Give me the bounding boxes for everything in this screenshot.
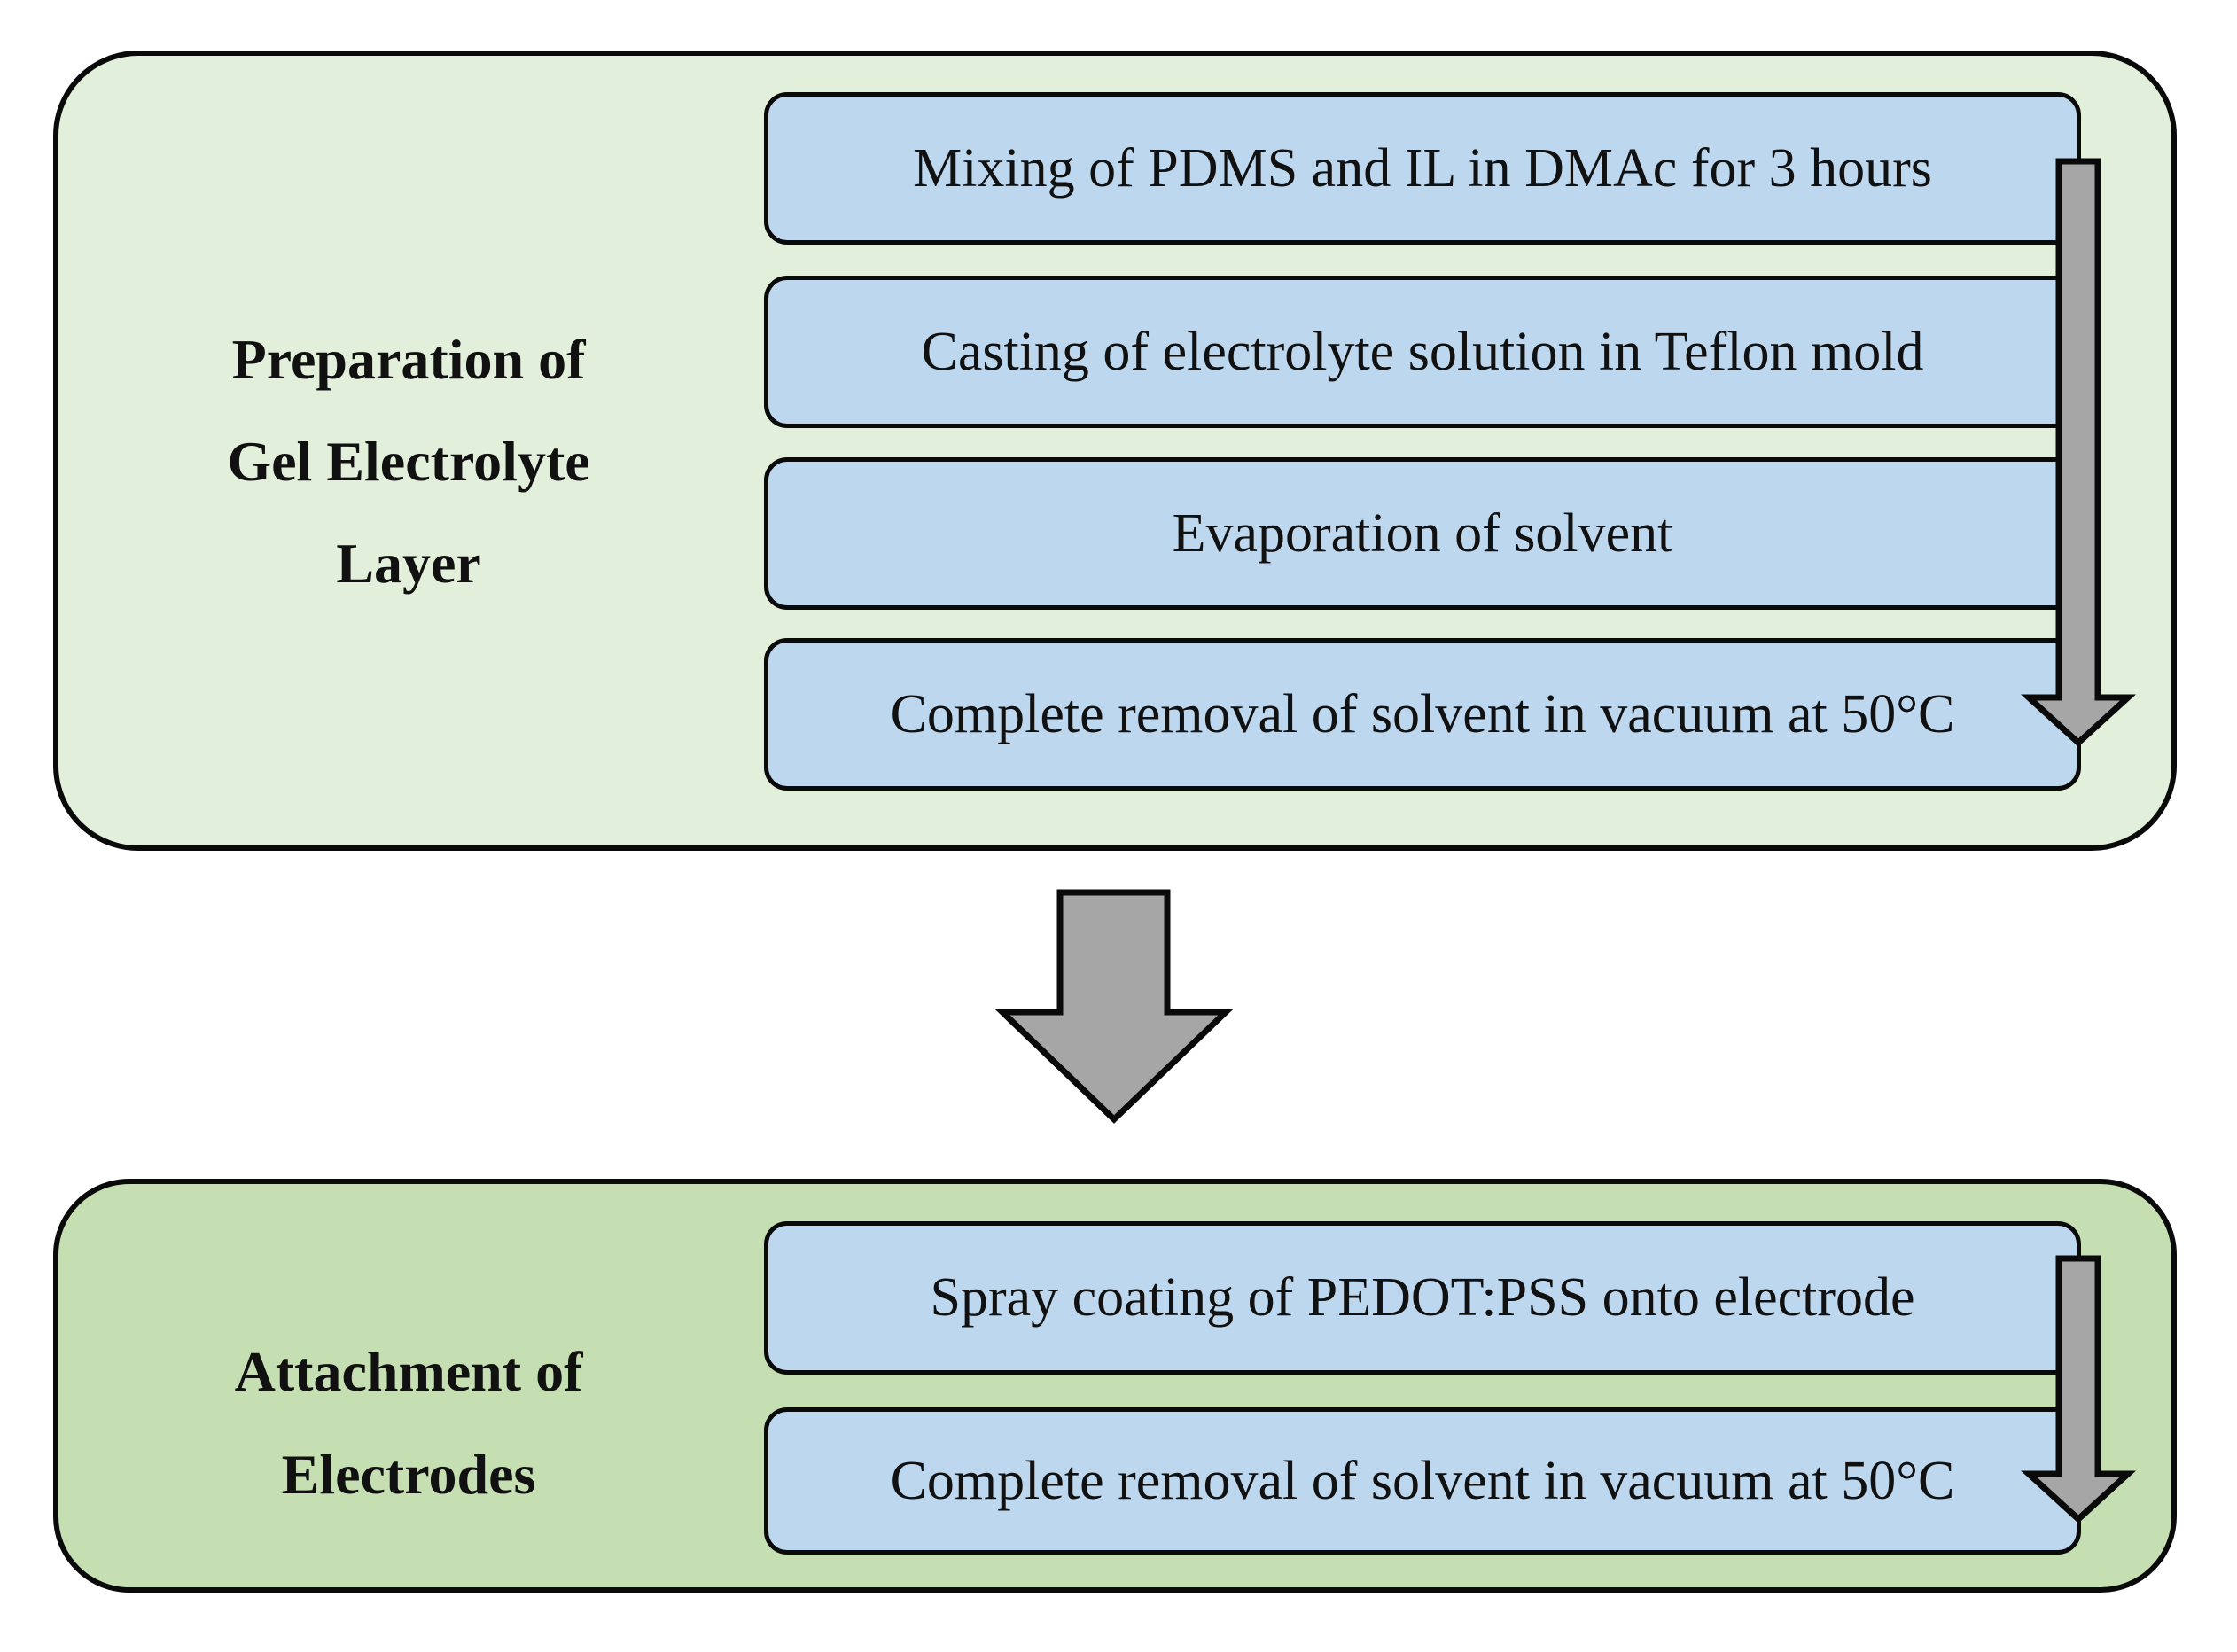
step-box-evaporation: Evaporation of solvent: [764, 457, 2081, 610]
section-attachment-of-electrodes: Attachment of Electrodes Spray coating o…: [53, 1179, 2177, 1593]
section-label-line: Layer: [336, 532, 481, 596]
step-box-casting: Casting of electrolyte solution in Teflo…: [764, 276, 2081, 428]
step-box-solvent-removal: Complete removal of solvent in vacuum at…: [764, 1407, 2081, 1555]
step-box-spray-coating: Spray coating of PEDOT:PSS onto electrod…: [764, 1221, 2081, 1375]
section-label-line: Attachment of: [234, 1340, 583, 1404]
section-label-line: Electrodes: [281, 1442, 536, 1506]
section-label: Attachment of Electrodes: [58, 1184, 759, 1625]
section-label: Preparation of Gel Electrolyte Layer: [58, 56, 759, 856]
step-box-solvent-removal: Complete removal of solvent in vacuum at…: [764, 638, 2081, 791]
step-box-mixing: Mixing of PDMS and IL in DMAc for 3 hour…: [764, 92, 2081, 245]
section-label-line: Gel Electrolyte: [227, 429, 590, 493]
section-label-line: Preparation of: [231, 327, 586, 391]
down-arrow-icon-between-sections: [994, 889, 1234, 1124]
section-gel-electrolyte-layer: Preparation of Gel Electrolyte Layer Mix…: [53, 51, 2177, 851]
